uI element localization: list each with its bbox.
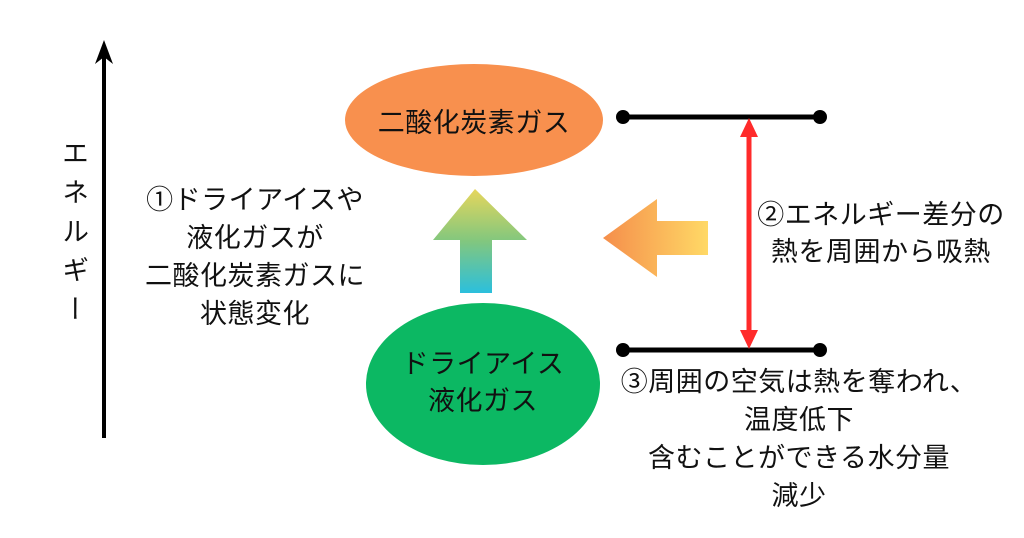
step1-line3: 二酸化炭素ガスに: [145, 261, 365, 291]
step3-line4: 減少: [771, 481, 827, 511]
step1-text: ①ドライアイスや 液化ガスが 二酸化炭素ガスに 状態変化: [113, 181, 397, 333]
upper-level-right-dot: [813, 110, 827, 124]
energy-gap-arrowhead-down: [740, 330, 758, 349]
upper-energy-level-line: [616, 110, 827, 124]
step3-line1: ③周囲の空気は熱を奪われ、: [620, 367, 978, 397]
step1-line4: 状態変化: [200, 299, 310, 329]
upper-level-left-dot: [616, 110, 630, 124]
dry-ice-label-line1: ドライアイス: [401, 349, 565, 379]
energy-gap-arrowhead-up: [740, 118, 758, 137]
step2-text: ②エネルギー差分の 熱を周囲から吸熱: [740, 197, 1022, 271]
dry-ice-ellipse: [366, 303, 600, 465]
state-change-up-arrow: [433, 189, 527, 293]
energy-gap-arrow: [740, 118, 758, 349]
step3-line3: 含むことができる水分量: [648, 443, 950, 473]
step2-line1: ②エネルギー差分の: [757, 200, 1005, 230]
step3-text: ③周囲の空気は熱を奪われ、 温度低下 含むことができる水分量 減少: [611, 363, 987, 515]
lower-energy-level-line: [616, 343, 827, 357]
co2-gas-ellipse: [345, 64, 603, 176]
energy-axis: [95, 40, 113, 438]
step3-line2: 温度低下: [744, 405, 854, 435]
energy-axis-label: エネルギー: [58, 139, 88, 334]
dry-ice-label: ドライアイス 液化ガス: [363, 346, 603, 420]
lower-level-left-dot: [616, 343, 630, 357]
dry-ice-label-line2: 液化ガス: [428, 386, 538, 416]
lower-level-right-dot: [813, 343, 827, 357]
heat-absorb-left-arrow: [603, 199, 708, 277]
step1-line2: 液化ガスが: [186, 223, 324, 253]
step2-line2: 熱を周囲から吸熱: [771, 237, 991, 267]
co2-gas-label: 二酸化炭素ガス: [377, 108, 571, 138]
step1-line1: ①ドライアイスや: [146, 185, 364, 215]
